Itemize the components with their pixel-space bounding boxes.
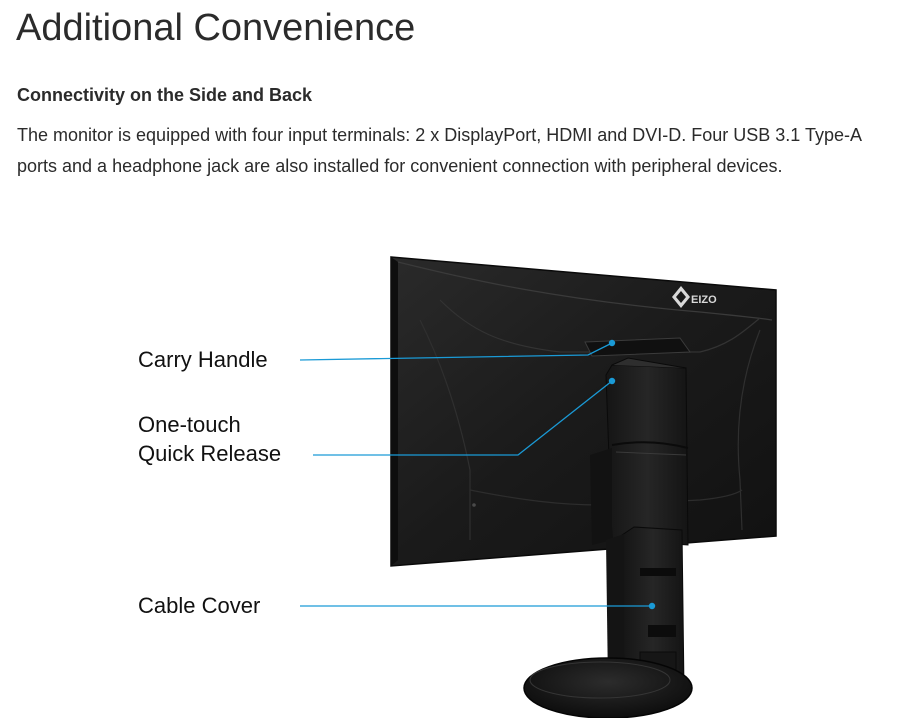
section-body-text: The monitor is equipped with four input … xyxy=(17,125,862,176)
cable-cover-callout-dot xyxy=(648,602,656,610)
quick-release-label-line1: One-touch xyxy=(138,412,241,437)
stand-column xyxy=(590,357,689,546)
eizo-logo: EIZO xyxy=(672,286,717,308)
monitor-back-panel xyxy=(390,256,777,567)
cable-cover-label: Cable Cover xyxy=(138,593,260,618)
quick-release-label-line2: Quick Release xyxy=(138,441,281,466)
carry-handle-callout-dot xyxy=(608,339,616,347)
carry-handle-label: Carry Handle xyxy=(138,347,268,372)
eizo-logo-text: EIZO xyxy=(691,294,717,306)
quick-release-callout-line xyxy=(313,380,613,456)
stand-base xyxy=(523,657,693,718)
page-title: Additional Convenience xyxy=(16,7,416,49)
callout-lines xyxy=(299,339,656,610)
quick-release-callout-dot xyxy=(608,377,616,385)
section-heading: Connectivity on the Side and Back xyxy=(17,85,313,105)
carry-handle-callout-line xyxy=(299,342,613,361)
